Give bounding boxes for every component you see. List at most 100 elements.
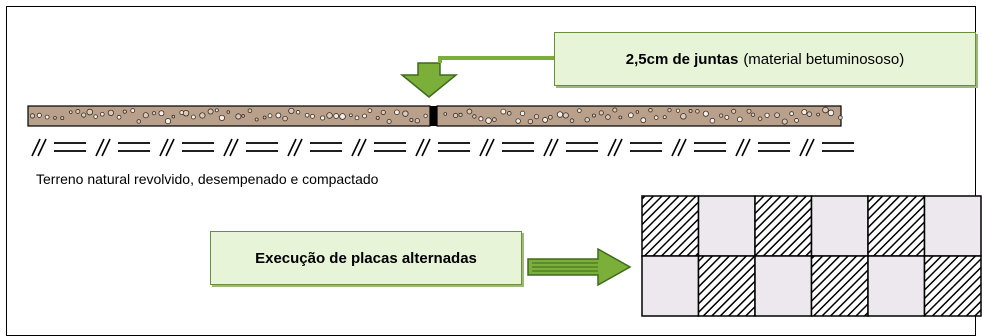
pebble: [724, 114, 730, 120]
pebble: [386, 118, 392, 125]
joint-label-normal: (material betuminososo): [743, 50, 905, 68]
pebble: [542, 117, 548, 123]
pebble: [569, 118, 575, 123]
pebble: [182, 109, 190, 117]
pebble: [794, 118, 799, 123]
pebble: [207, 108, 214, 115]
pebble: [122, 109, 127, 114]
pebble: [254, 117, 259, 122]
pebble: [262, 115, 267, 120]
terrain-symbol: [223, 138, 278, 157]
pebble: [367, 108, 373, 113]
pebble: [275, 112, 282, 119]
pebble: [310, 113, 315, 119]
terrain-symbol: [415, 138, 470, 157]
pebble: [130, 108, 136, 113]
pebble: [218, 114, 226, 122]
pebble: [44, 114, 50, 120]
pebble: [635, 110, 640, 114]
pebble: [736, 116, 743, 123]
pebble: [190, 114, 196, 120]
terrain-label: Terreno natural revolvido, desempenado e…: [36, 171, 379, 187]
pebble: [816, 112, 820, 117]
pebble: [774, 112, 780, 118]
pebble: [507, 111, 512, 116]
pebble: [485, 117, 492, 124]
pebble: [719, 113, 724, 118]
slab-cast-second: [810, 195, 869, 257]
pebble: [349, 113, 353, 118]
pebble: [282, 115, 288, 122]
pebble: [598, 110, 604, 116]
pebble: [695, 109, 700, 114]
pebble: [333, 113, 339, 119]
pebble: [605, 114, 611, 120]
pebble: [702, 110, 709, 117]
pebble: [304, 112, 310, 118]
pebble: [199, 112, 206, 119]
pebble: [81, 112, 87, 118]
pebble: [453, 112, 459, 119]
pebble: [375, 115, 380, 120]
arrow-connector: [438, 56, 554, 63]
pebble: [339, 113, 346, 120]
pebble: [68, 110, 73, 114]
pebble: [36, 112, 42, 118]
pebble: [86, 108, 94, 116]
pebble: [458, 112, 463, 117]
pebble: [158, 110, 165, 117]
pebble: [53, 116, 57, 120]
pebble: [548, 115, 553, 120]
pebble: [731, 108, 737, 114]
slab-cast-first: [923, 255, 982, 317]
pebble: [354, 115, 360, 121]
slab-cast-first: [754, 195, 813, 257]
terrain-symbols: [31, 138, 854, 157]
pebble: [100, 111, 105, 117]
pebble: [680, 113, 687, 120]
pebble: [116, 114, 122, 120]
pebble: [93, 114, 98, 119]
terrain-symbol: [543, 138, 598, 157]
pebble: [60, 116, 65, 121]
pebble: [746, 108, 752, 114]
pebble: [653, 115, 659, 120]
pebble: [472, 114, 477, 119]
pebble: [142, 112, 149, 119]
down-arrow-icon: [399, 62, 459, 98]
pebble: [466, 108, 473, 115]
pebble: [675, 108, 681, 113]
terrain-symbol: [479, 138, 534, 157]
terrain-symbol: [159, 138, 214, 157]
alternate-slab-grid: [641, 195, 982, 317]
pebble: [789, 111, 794, 116]
pebble: [320, 115, 326, 121]
pebble: [136, 119, 141, 124]
terrain-symbol: [799, 138, 854, 157]
pebble: [757, 116, 763, 121]
slab-cast-second: [641, 255, 700, 317]
aggregate-pebbles: [29, 106, 843, 125]
pebble: [267, 113, 273, 119]
slab-cast-second: [754, 255, 813, 317]
slab-cast-second: [697, 195, 756, 257]
pebble: [612, 107, 618, 113]
slab-cast-second: [867, 255, 926, 317]
pebble: [533, 114, 540, 120]
joint-label-box: 2,5cm de juntas (material betuminososo): [554, 32, 976, 86]
pebble: [235, 113, 242, 120]
pebble: [781, 118, 788, 125]
pebble: [822, 106, 829, 114]
pebble: [662, 115, 667, 120]
slab-cast-first: [641, 195, 700, 257]
pebble: [164, 118, 172, 125]
pebble: [584, 117, 590, 123]
pebble: [515, 118, 521, 124]
pebble: [288, 107, 295, 115]
terrain-symbol: [671, 138, 726, 157]
right-arrow-icon: [527, 247, 632, 287]
terrain-symbol: [287, 138, 342, 157]
pebble: [591, 113, 596, 118]
pebble: [214, 108, 219, 113]
pebble: [409, 117, 414, 122]
